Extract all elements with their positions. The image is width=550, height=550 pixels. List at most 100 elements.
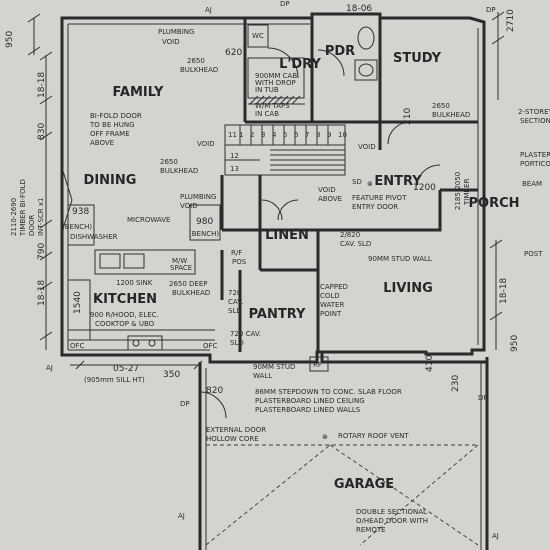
stair-num: 7 [305, 131, 309, 139]
note-void-above-2: ABOVE [318, 195, 342, 203]
stair-num: 11 [228, 131, 237, 139]
note-plumbing-void-mid-2: VOID [180, 202, 198, 210]
note-sectional-3: REMOTE [356, 526, 386, 534]
dim-left-1818a: 18-18 [37, 72, 47, 98]
note-deep-bulkhead-1: 2650 DEEP [169, 280, 208, 288]
note-storey-section-2: SECTION [520, 117, 550, 125]
note-cav-2820-1: 2/820 [340, 231, 360, 239]
dim-right-1818: 18-18 [499, 278, 509, 304]
note-study-bulkhead-1: 2650 [432, 102, 450, 110]
note-bulkhead-620-2: BULKHEAD [180, 66, 218, 74]
notes: PLUMBING VOID 2650 BULKHEAD 900MM CAB WI… [10, 0, 550, 540]
note-sectional-2: O/HEAD DOOR WITH [356, 517, 428, 525]
sink-left-icon [99, 253, 121, 269]
room-garage: GARAGE [334, 477, 394, 492]
cooktop-icon [127, 335, 163, 351]
note-cav-pantry-1: 720 CAV. [230, 330, 261, 338]
note-ofc-1: OFC [70, 342, 85, 350]
wall-hatching [248, 95, 305, 105]
note-ofc-2: OFC [203, 342, 218, 350]
interior-walls [67, 18, 478, 352]
note-stepdown-1: 86MM STEPDOWN TO CONC. SLAB FLOOR [255, 388, 402, 396]
note-plumbing-void-top-2: VOID [162, 38, 180, 46]
note-ldry-cab-2: WITH DROP [255, 79, 296, 87]
note-cav-2820-2: CAV. SLD [340, 240, 371, 248]
note-hood-2: COOKTOP & UBO [95, 320, 155, 328]
room-pdr: PDR [325, 44, 355, 59]
dim-980: 980 [196, 217, 213, 227]
note-mw-space-1: M/W [172, 257, 187, 265]
room-dining: DINING [84, 173, 137, 188]
note-stud-wall-living: 90MM STUD WALL [368, 255, 432, 263]
room-study: STUDY [393, 51, 442, 66]
dim-left-1818b: 18-18 [37, 280, 47, 306]
stair-treads [239, 125, 345, 171]
note-cav-pantry-2: SLD [230, 339, 244, 347]
dim-0527: 05-27 [113, 364, 139, 374]
note-capped-3: WATER [320, 301, 344, 309]
note-stud-wall-90-1: 90MM STUD [253, 363, 295, 371]
note-ldry-cab-5: IN CAB [255, 110, 279, 118]
note-capped-1: CAPPED [320, 283, 348, 291]
stair-num: 3 [261, 131, 265, 139]
room-wc: WC [252, 32, 264, 40]
dim-1200: 1200 [413, 183, 436, 193]
note-stair-bulkhead-2: BULKHEAD [160, 167, 198, 175]
note-bifold-3: OFF FRAME [90, 130, 130, 138]
stair-num: 1 [239, 131, 243, 139]
note-dp-2: DP [280, 0, 290, 8]
note-feature-door-2: ENTRY DOOR [352, 203, 398, 211]
note-stud-wall-90-2: WALL [253, 372, 272, 380]
note-rf-pos-2: POS [232, 258, 247, 266]
note-bifold-1: BI-FOLD DOOR [90, 112, 142, 120]
room-ldry: L'DRY [279, 57, 321, 72]
dim-left-790: 790 [37, 243, 47, 260]
room-entry: ENTRY [374, 174, 422, 189]
stair-num: 2 [250, 131, 254, 139]
note-aj-4: AJ [492, 532, 499, 540]
dim-210: 210 [403, 108, 413, 125]
note-ldry-cab-1: 900MM CAB [255, 72, 297, 80]
note-plaster-portico-2: PORTICO [520, 160, 550, 168]
dim-right-950: 950 [510, 335, 520, 352]
smoke-detector-icon: ⊗ [367, 180, 373, 188]
note-timber-bifold-2: TIMBER BI-FOLD [19, 179, 27, 237]
note-sd: SD [352, 178, 362, 186]
note-ldry-cab-3: IN TUB [255, 86, 279, 94]
note-stair-bulkhead-1: 2650 [160, 158, 178, 166]
note-sectional-1: DOUBLE SECTIONAL [356, 508, 427, 516]
note-rf-pos-1: R/F [231, 249, 242, 257]
dimensions: 950 18-06 2710 18-18 830 790 18-18 1540 … [5, 4, 520, 396]
garage-diagonals [205, 444, 479, 546]
note-cav-720-3: SLD [228, 307, 242, 315]
note-bench-left: (BENCH) [62, 223, 92, 231]
note-roof-vent: ROTARY ROOF VENT [338, 432, 409, 440]
note-stepdown-2: PLASTERBOARD LINED CEILING [255, 397, 365, 405]
room-labels: FAMILY DINING KITCHEN L'DRY PDR STUDY EN… [84, 32, 520, 492]
note-timber-bifold-1: 2110-2690 [10, 198, 18, 236]
roof-vent-icon: ⊗ [322, 433, 328, 441]
note-microwave: MICROWAVE [127, 216, 170, 224]
note-timber-bifold-3: DOOR [28, 215, 36, 236]
note-ext-door-1: EXTERNAL DOOR [206, 426, 266, 434]
room-living: LIVING [383, 281, 433, 296]
note-capped-2: COLD [320, 292, 340, 300]
room-pantry: PANTRY [249, 307, 306, 322]
note-plaster-portico-1: PLASTER [520, 151, 550, 159]
sink-right-icon [123, 253, 145, 269]
note-bifold-2: TO BE HUNG [89, 121, 135, 129]
note-mw-space-2: SPACE [170, 264, 192, 272]
note-stepdown-3: PLASTERBOARD LINED WALLS [255, 406, 361, 414]
note-cav-720-1: 720 [228, 289, 241, 297]
note-void-left: VOID [197, 140, 215, 148]
note-deep-bulkhead-2: BULKHEAD [172, 289, 210, 297]
dim-top-2710: 2710 [506, 9, 516, 32]
note-sill: (905mm SILL HT) [84, 376, 145, 384]
door-swings [61, 47, 441, 419]
note-storey-section-1: 2-STOREY [518, 108, 550, 116]
note-timber-2185-2: TIMBER [463, 178, 471, 206]
stair-num: 6 [294, 131, 299, 139]
